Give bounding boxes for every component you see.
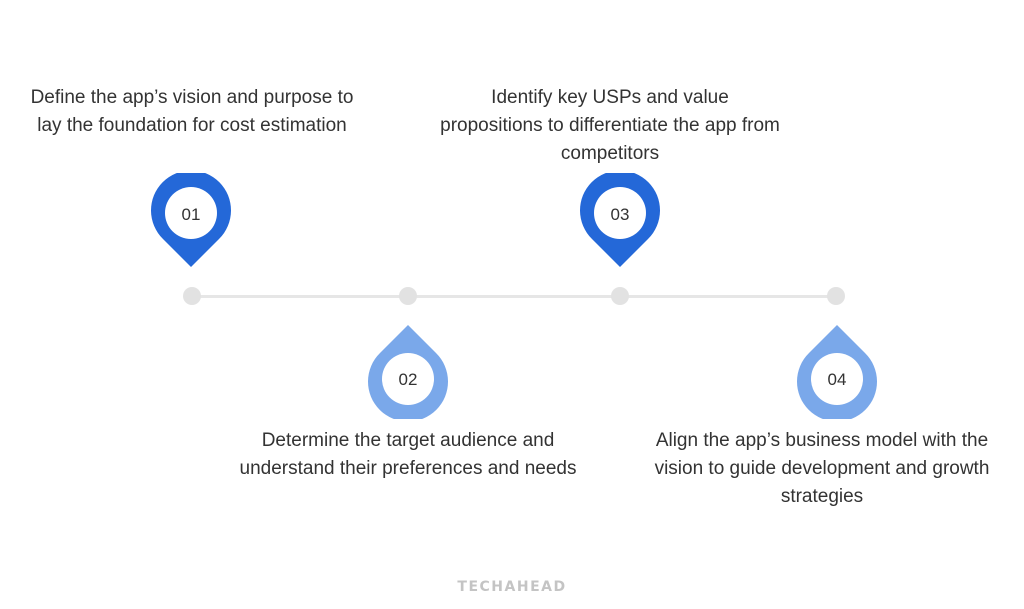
step-4-text: Align the app’s business model with the … (654, 430, 990, 507)
step-4-number: 04 (827, 370, 847, 389)
step-2-text: Determine the target audience and unders… (239, 430, 577, 479)
step-3-text: Identify key USPs and value propositions… (440, 87, 780, 164)
timeline-dot-3 (611, 287, 629, 305)
step-2-pin-icon: 02 (368, 323, 448, 419)
step-1-pin-icon: 01 (151, 173, 231, 269)
timeline-line (190, 295, 837, 298)
timeline-dot-1 (183, 287, 201, 305)
timeline-dot-2 (399, 287, 417, 305)
step-1-text: Define the app’s vision and purpose to l… (30, 87, 354, 136)
step-1-number: 01 (181, 205, 201, 224)
step-2-number: 02 (398, 370, 418, 389)
step-4-pin-icon: 04 (797, 323, 877, 419)
timeline-dot-4 (827, 287, 845, 305)
brand-logo: TECHAHEAD (457, 579, 567, 595)
step-3-pin-icon: 03 (580, 173, 660, 269)
step-3-number: 03 (610, 205, 630, 224)
